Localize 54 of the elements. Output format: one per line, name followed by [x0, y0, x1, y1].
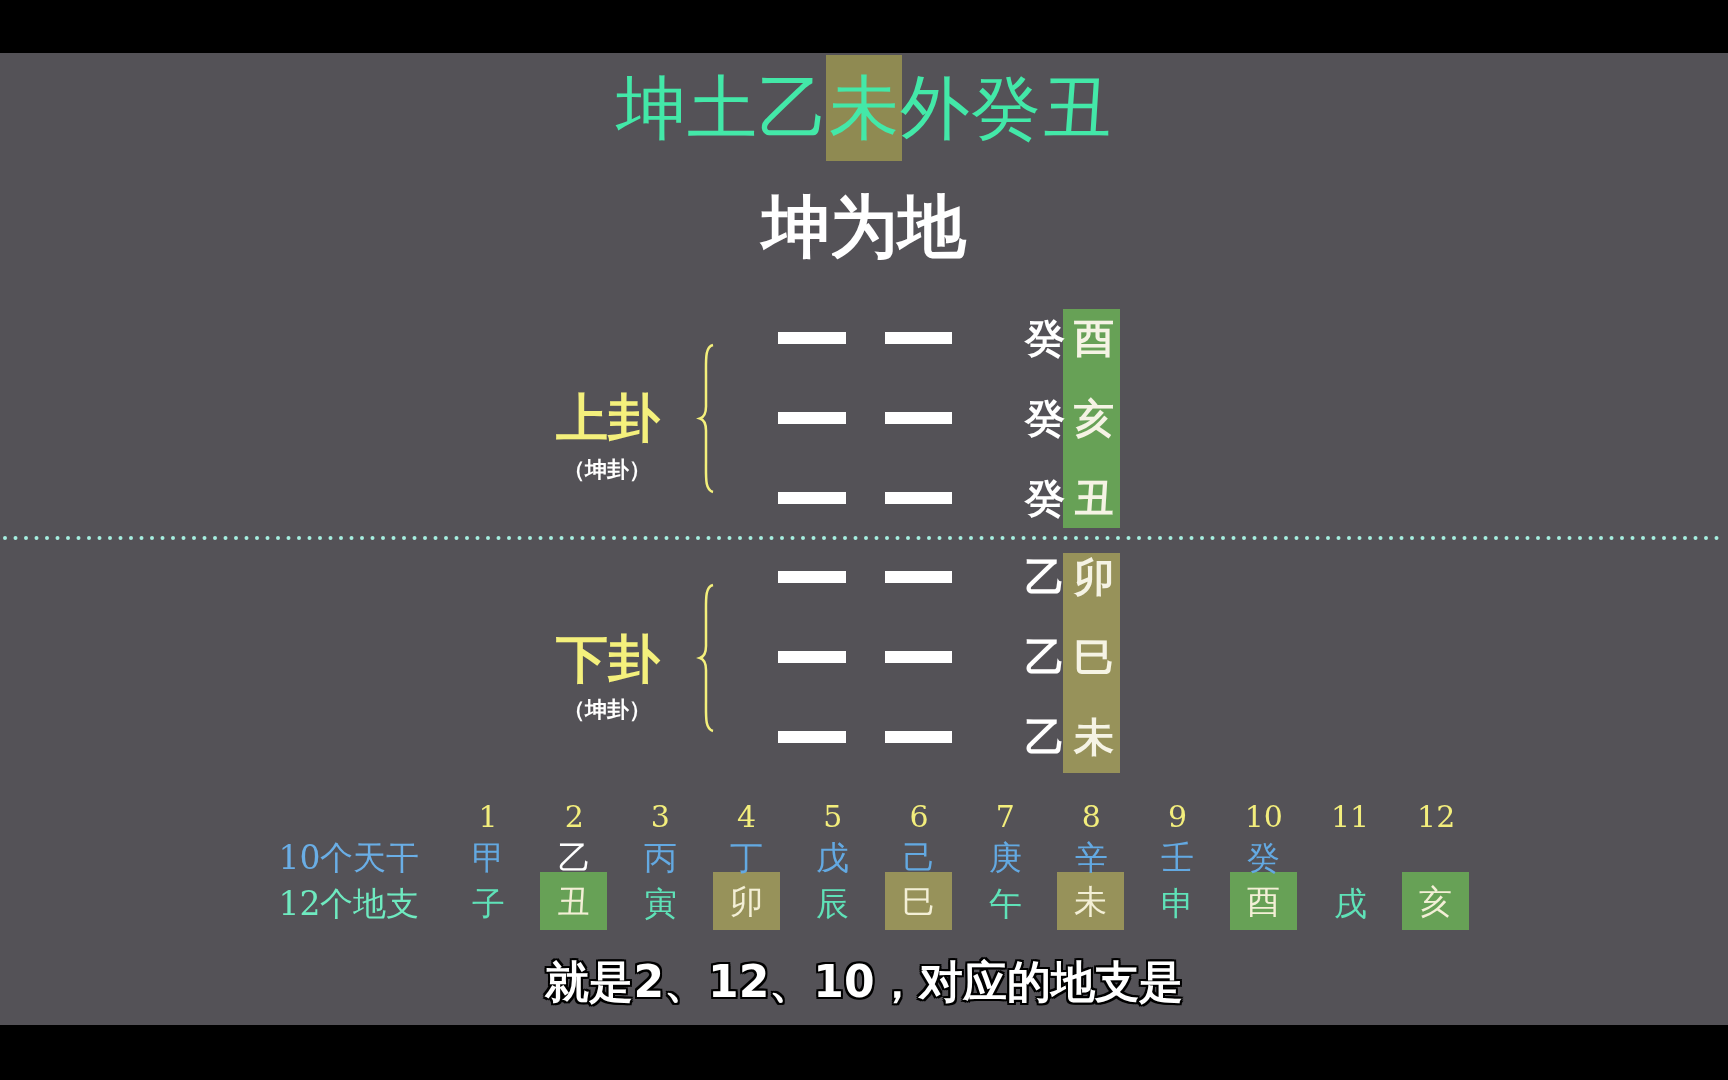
- stem-label: 戊: [816, 840, 850, 874]
- trigram-note: （坤卦）: [563, 699, 651, 721]
- branch-label: 子: [471, 886, 505, 920]
- hexagram-name: 坤为地: [762, 193, 966, 261]
- branch-label: 丑: [1073, 478, 1114, 518]
- stem-label: 庚: [988, 840, 1022, 874]
- column-number: 4: [737, 802, 757, 832]
- highlight-cell: 亥: [1402, 872, 1470, 930]
- branch-label: 戌: [1333, 886, 1367, 920]
- highlight-cell: 巳: [885, 872, 952, 930]
- column-number: 2: [564, 802, 584, 832]
- column-number: 10: [1244, 802, 1283, 832]
- branch-label: 卯: [1073, 557, 1114, 597]
- stem-label: 丙: [643, 840, 677, 874]
- stem-label: 乙: [1025, 557, 1065, 597]
- column-number: 1: [478, 802, 498, 832]
- trigram-label: 下卦: [556, 633, 660, 685]
- highlight-cell: 丑: [540, 872, 608, 930]
- column-number: 6: [909, 802, 929, 832]
- branch-label: 亥: [1073, 398, 1114, 438]
- trigram-label: 上卦: [556, 392, 660, 444]
- highlight-band: [1063, 309, 1120, 528]
- branch-label: 酉: [1073, 318, 1114, 358]
- branch-label: 申: [1161, 886, 1195, 920]
- column-number: 5: [823, 802, 843, 832]
- stem-label: 壬: [1161, 840, 1195, 874]
- stem-label: 癸: [1247, 840, 1281, 874]
- trigram-note: （坤卦）: [563, 459, 651, 481]
- column-number: 11: [1330, 802, 1370, 832]
- stem-label: 己: [902, 840, 936, 874]
- branch-label: 寅: [643, 886, 677, 920]
- column-number: 7: [995, 802, 1015, 832]
- highlight-band: [1063, 553, 1120, 773]
- column-number: 12: [1417, 802, 1456, 832]
- stem-label: 乙: [1025, 637, 1065, 677]
- column-number: 8: [1081, 802, 1101, 832]
- stem-label: 辛: [1074, 840, 1108, 874]
- highlight-cell: 未: [1057, 872, 1125, 930]
- branch-label: 未: [1073, 717, 1114, 757]
- stem-label: 癸: [1025, 398, 1065, 438]
- row-header: 10个天干: [278, 840, 420, 874]
- stem-label: 丁: [730, 840, 764, 874]
- subtitle-caption: 就是2、12、10，对应的地支是: [545, 960, 1183, 1004]
- stem-label: 癸: [1025, 478, 1065, 518]
- stem-label: 乙: [557, 840, 591, 874]
- column-number: 3: [650, 802, 670, 832]
- row-header: 12个地支: [278, 886, 420, 920]
- column-number: 9: [1168, 802, 1188, 832]
- branch-label: 巳: [1073, 637, 1114, 677]
- stem-label: 乙: [1025, 717, 1065, 757]
- stem-label: 甲: [471, 840, 505, 874]
- branch-label: 辰: [816, 886, 850, 920]
- branch-label: 午: [988, 886, 1022, 920]
- stem-label: 癸: [1025, 318, 1065, 358]
